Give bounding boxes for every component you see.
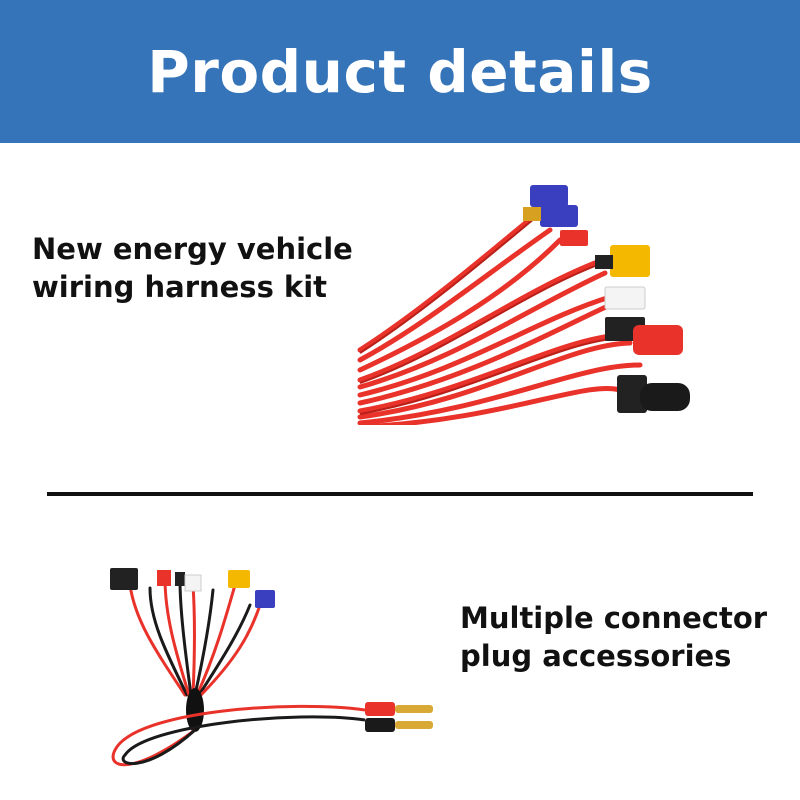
caption-line: wiring harness kit bbox=[32, 270, 328, 304]
caption-connector-plugs: Multiple connector plug accessories bbox=[460, 599, 767, 675]
red-cap bbox=[633, 325, 683, 355]
header-banner: Product details bbox=[0, 0, 800, 143]
banana-plug-red bbox=[365, 702, 395, 716]
black-cap bbox=[640, 383, 690, 411]
wiring-harness-photo bbox=[357, 185, 690, 425]
yellow-connector bbox=[228, 570, 250, 588]
blue-connector bbox=[540, 205, 578, 227]
yellow-connector bbox=[610, 245, 650, 277]
connector-cable-photo bbox=[110, 568, 433, 767]
white-connector bbox=[604, 286, 646, 310]
section-divider bbox=[47, 492, 753, 496]
black-connector bbox=[617, 375, 647, 413]
banana-plug-black bbox=[365, 718, 395, 732]
caption-line: New energy vehicle bbox=[32, 232, 353, 266]
blue-connector bbox=[530, 185, 568, 207]
caption-line: Multiple connector bbox=[460, 601, 768, 635]
blue-connector bbox=[255, 590, 275, 608]
caption-wiring-harness: New energy vehicle wiring harness kit bbox=[32, 230, 353, 306]
black-connector bbox=[110, 568, 138, 590]
junction-sleeve bbox=[186, 688, 204, 732]
caption-line: plug accessories bbox=[460, 639, 732, 673]
red-connector bbox=[560, 230, 588, 246]
red-connector bbox=[157, 570, 171, 586]
page-title: Product details bbox=[147, 37, 653, 106]
